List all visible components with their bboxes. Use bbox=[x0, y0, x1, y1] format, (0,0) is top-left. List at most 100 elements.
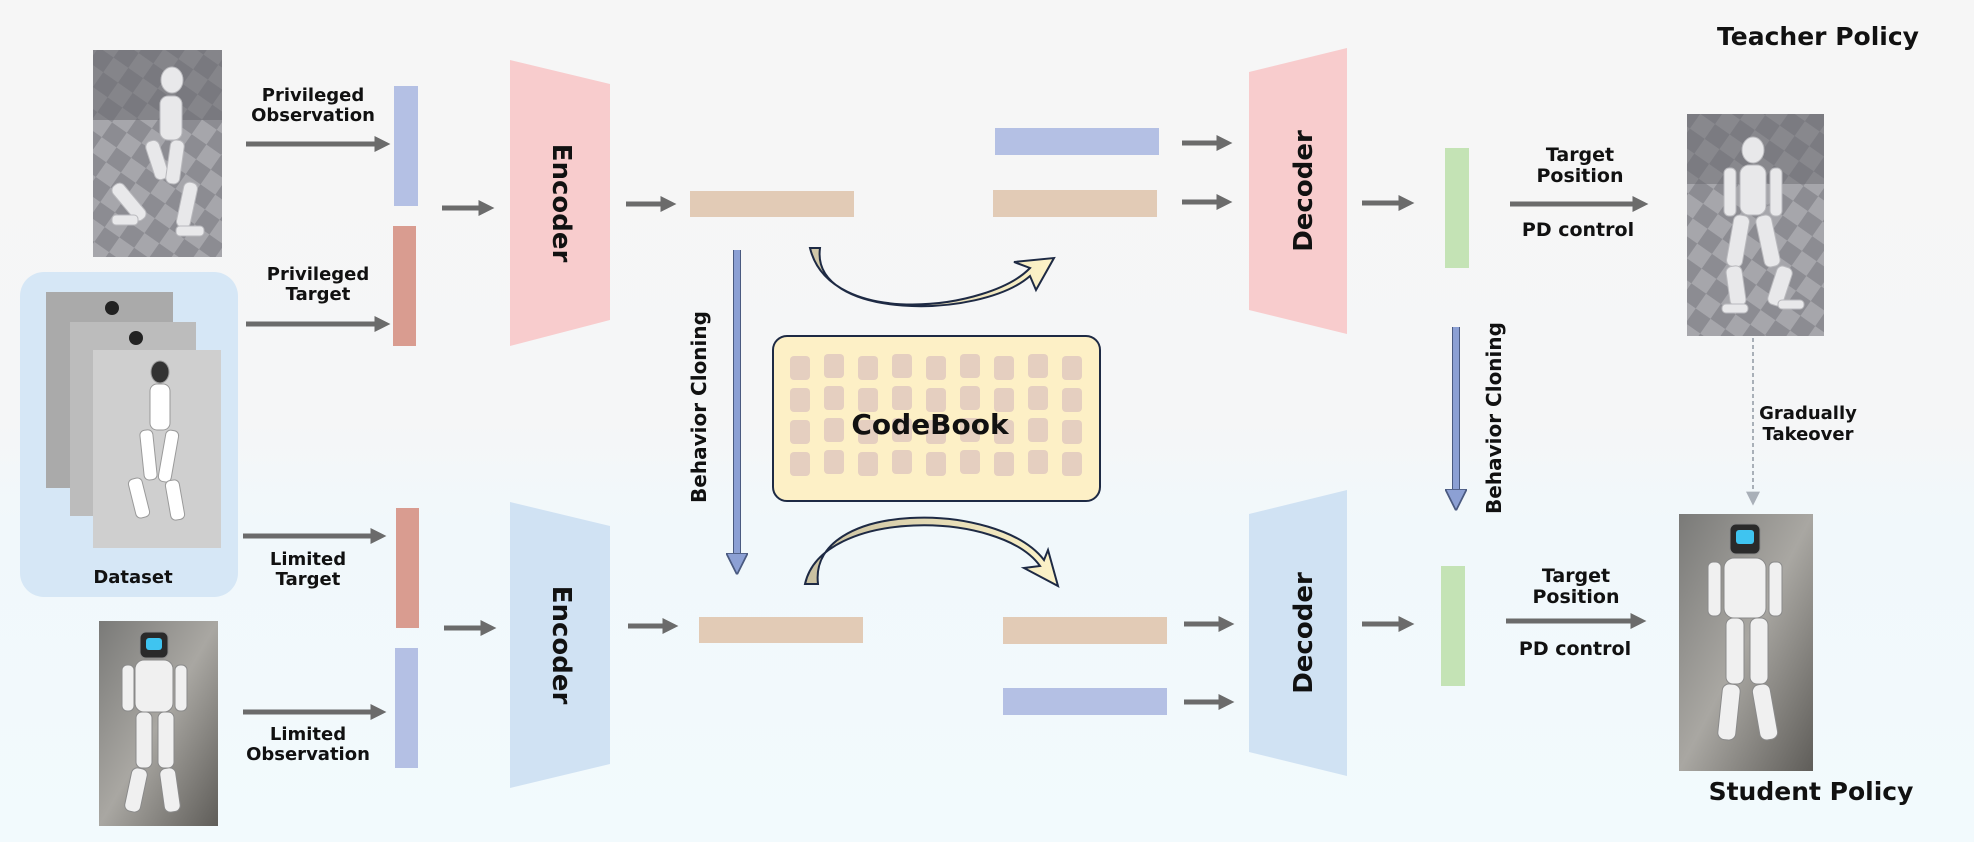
behavior-cloning-label-left: Behavior Cloning bbox=[687, 311, 711, 503]
codebook-cell bbox=[1062, 420, 1082, 444]
codebook-cell bbox=[858, 452, 878, 476]
svg-text:Target: Target bbox=[276, 569, 341, 590]
teacher-pd-control-label: PD control bbox=[1522, 219, 1634, 241]
codebook-cells bbox=[790, 354, 1082, 476]
svg-text:Target: Target bbox=[286, 284, 351, 305]
codebook-cell bbox=[790, 388, 810, 412]
student-control-output: Target Position PD control bbox=[1506, 565, 1647, 660]
teacher-decoder-observation-feature bbox=[995, 128, 1159, 155]
codebook-cell bbox=[858, 420, 878, 444]
codebook-cell bbox=[1028, 354, 1048, 378]
codebook-cell bbox=[960, 418, 980, 442]
codebook: CodeBook bbox=[772, 335, 1101, 502]
teacher-decoder-latent-feature bbox=[993, 190, 1157, 217]
codebook-cell bbox=[926, 388, 946, 412]
encoder-input-arrows bbox=[442, 199, 497, 637]
codebook-cell bbox=[1028, 418, 1048, 442]
decoder-input-arrows bbox=[1182, 134, 1235, 711]
teacher-control-output: Target Position PD control bbox=[1510, 144, 1649, 241]
quantize-arrow-student bbox=[803, 516, 1060, 588]
codebook-cell bbox=[926, 420, 946, 444]
student-real-image bbox=[99, 621, 218, 826]
codebook-cell bbox=[994, 356, 1014, 380]
student-decoder-label: Decoder bbox=[1289, 572, 1319, 694]
privileged-observation-feature bbox=[394, 86, 418, 206]
svg-text:Target: Target bbox=[1546, 144, 1614, 166]
privileged-target-feature bbox=[393, 226, 416, 346]
codebook-cell bbox=[824, 450, 844, 474]
codebook-cell bbox=[858, 356, 878, 380]
limited-observation-label: Limited Observation bbox=[246, 724, 370, 765]
svg-text:Position: Position bbox=[1533, 586, 1620, 608]
behavior-cloning-label-right: Behavior Cloning bbox=[1482, 322, 1506, 514]
dataset-frame-3 bbox=[93, 350, 221, 548]
codebook-cell bbox=[926, 452, 946, 476]
codebook-cell bbox=[1062, 452, 1082, 476]
codebook-cell bbox=[790, 420, 810, 444]
input-arrows bbox=[243, 135, 391, 721]
limited-target-feature bbox=[396, 508, 419, 628]
dataset-label: Dataset bbox=[93, 567, 173, 588]
student-output-real-image bbox=[1679, 514, 1813, 771]
codebook-cell bbox=[824, 386, 844, 410]
svg-text:Privileged: Privileged bbox=[267, 264, 370, 285]
teacher-policy-title: Teacher Policy bbox=[1717, 22, 1919, 51]
privileged-target-label: Privileged Target bbox=[267, 264, 370, 305]
limited-target-label: Limited Target bbox=[270, 549, 346, 590]
teacher-decoder: Decoder bbox=[1249, 48, 1347, 334]
codebook-cell bbox=[892, 354, 912, 378]
codebook-cell bbox=[994, 388, 1014, 412]
codebook-cell bbox=[926, 356, 946, 380]
behavior-cloning-arrow-encoder: Behavior Cloning bbox=[687, 250, 737, 566]
student-pd-control-label: PD control bbox=[1519, 638, 1631, 660]
teacher-action-feature bbox=[1445, 148, 1469, 268]
quantize-arrow-teacher bbox=[808, 247, 1056, 308]
svg-text:Target: Target bbox=[1542, 565, 1610, 587]
svg-text:Observation: Observation bbox=[251, 105, 375, 126]
teacher-latent-feature bbox=[690, 191, 854, 217]
codebook-cell bbox=[892, 418, 912, 442]
codebook-cell bbox=[960, 386, 980, 410]
codebook-cell bbox=[790, 356, 810, 380]
svg-text:Limited: Limited bbox=[270, 724, 346, 745]
svg-text:Observation: Observation bbox=[246, 744, 370, 765]
codebook-cell bbox=[858, 388, 878, 412]
decoder-output-arrows bbox=[1362, 194, 1415, 633]
student-latent-feature bbox=[699, 617, 863, 643]
codebook-cell bbox=[994, 452, 1014, 476]
student-action-feature bbox=[1441, 566, 1465, 686]
codebook-cell bbox=[824, 354, 844, 378]
svg-text:Limited: Limited bbox=[270, 549, 346, 570]
behavior-cloning-arrow-decoder: Behavior Cloning bbox=[1456, 322, 1506, 514]
svg-text:Privileged: Privileged bbox=[262, 85, 365, 106]
dataset-panel: Dataset bbox=[20, 272, 238, 597]
privileged-observation-label: Privileged Observation bbox=[251, 85, 375, 126]
gradually-takeover-arrow: Gradually Takeover bbox=[1746, 338, 1857, 506]
codebook-cell bbox=[892, 386, 912, 410]
teacher-sim-image bbox=[93, 50, 222, 257]
codebook-cell bbox=[1062, 356, 1082, 380]
codebook-cell bbox=[994, 420, 1014, 444]
codebook-label: CodeBook bbox=[851, 408, 1010, 441]
student-decoder-latent-feature bbox=[1003, 617, 1167, 644]
codebook-cell bbox=[960, 354, 980, 378]
student-encoder-label: Encoder bbox=[546, 586, 576, 705]
teacher-encoder-label: Encoder bbox=[546, 144, 576, 263]
codebook-cell bbox=[1062, 388, 1082, 412]
student-encoder: Encoder bbox=[510, 502, 610, 788]
student-policy-title: Student Policy bbox=[1709, 777, 1914, 806]
svg-text:Position: Position bbox=[1537, 165, 1624, 187]
codebook-cell bbox=[1028, 386, 1048, 410]
teacher-decoder-label: Decoder bbox=[1289, 130, 1319, 252]
codebook-cell bbox=[790, 452, 810, 476]
codebook-cell bbox=[1028, 450, 1048, 474]
limited-observation-feature bbox=[395, 648, 418, 768]
student-decoder-observation-feature bbox=[1003, 688, 1167, 715]
teacher-output-sim-image bbox=[1687, 114, 1824, 336]
svg-text:Gradually: Gradually bbox=[1759, 403, 1857, 424]
codebook-cell bbox=[960, 450, 980, 474]
svg-text:Takeover: Takeover bbox=[1763, 424, 1854, 445]
codebook-cell bbox=[824, 418, 844, 442]
student-decoder: Decoder bbox=[1249, 490, 1347, 776]
